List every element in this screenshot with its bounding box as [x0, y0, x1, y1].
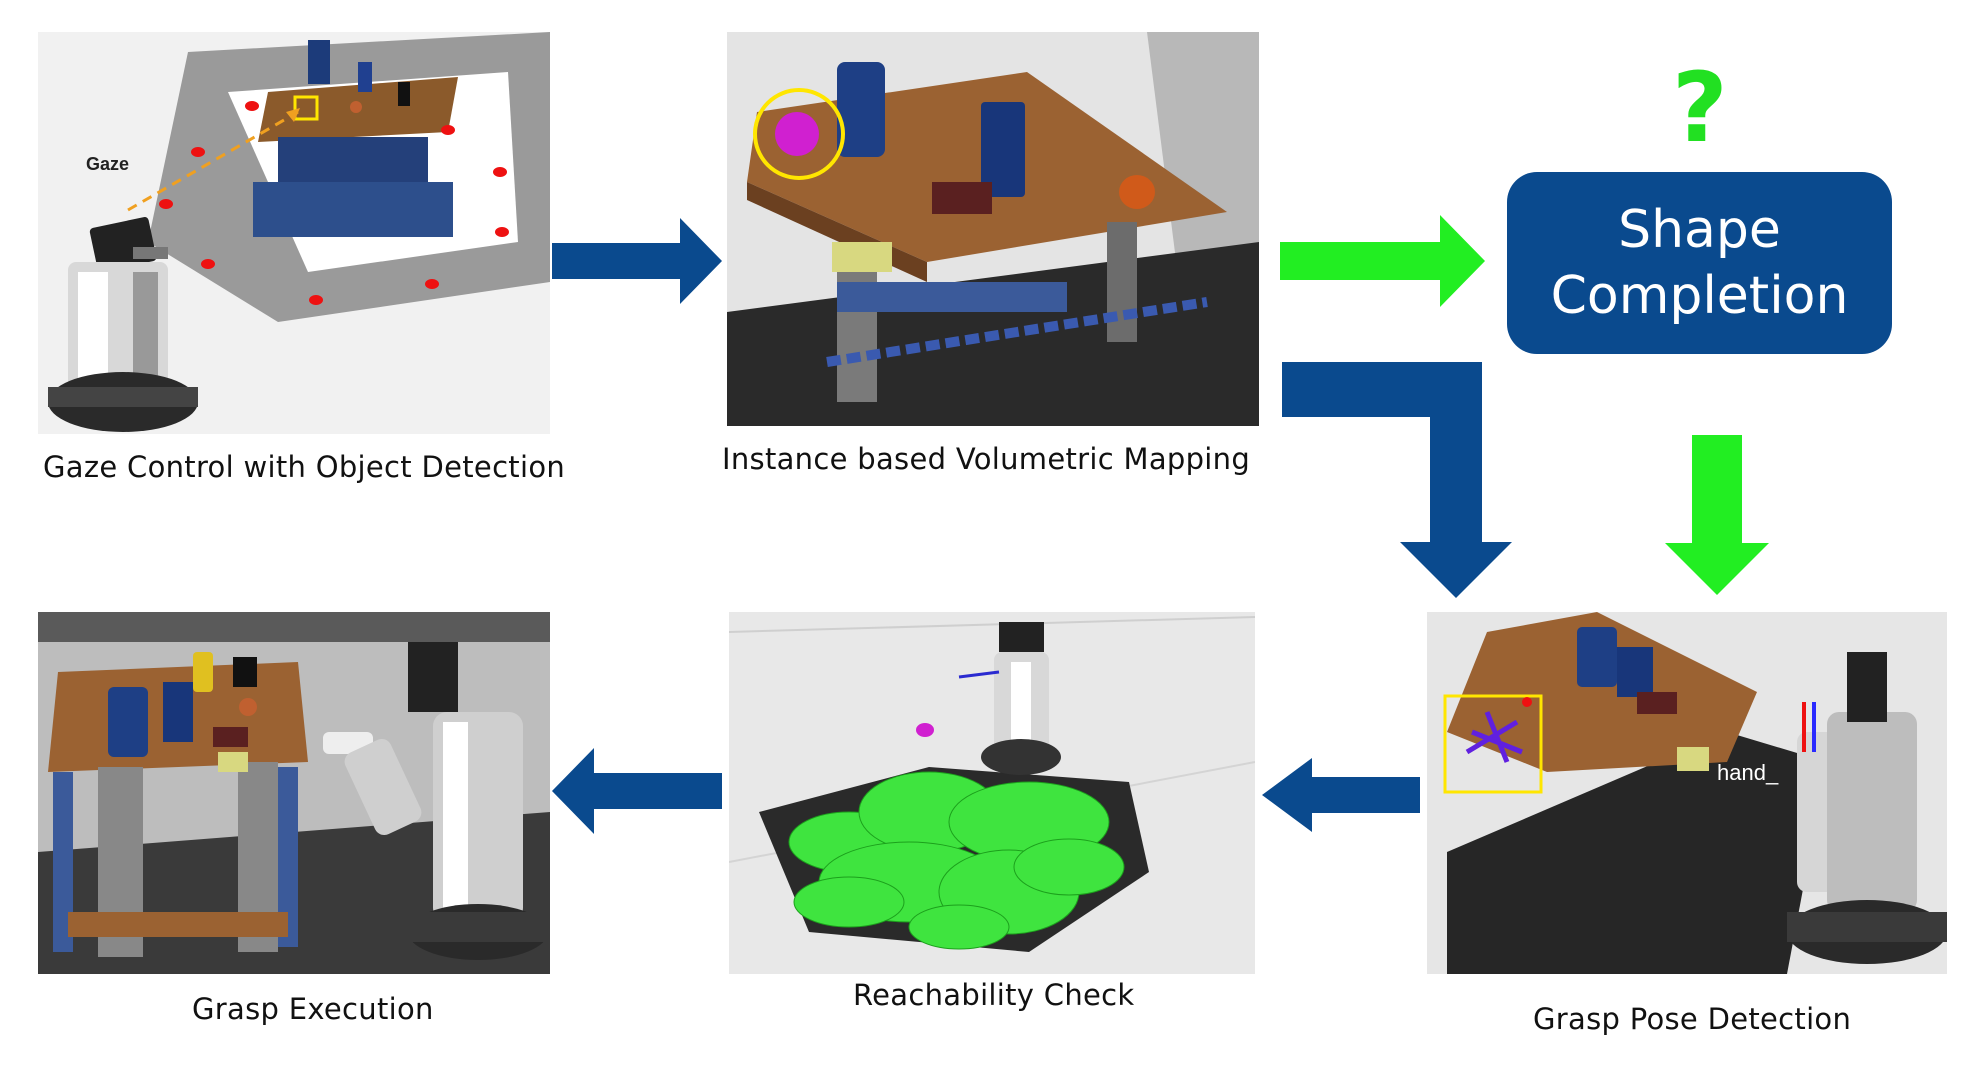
shape-completion-box: Shape Completion	[1507, 172, 1892, 354]
arrow-reachability-to-grasp-execution	[552, 748, 722, 834]
caption-mapping: Instance based Volumetric Mapping	[722, 442, 1251, 476]
arrow-mapping-to-shape-completion	[1280, 215, 1485, 307]
arrow-gaze-to-mapping	[552, 218, 722, 304]
caption-reachability: Reachability Check	[853, 978, 1135, 1012]
arrow-shape-completion-to-grasp-pose	[1665, 435, 1769, 595]
volumetric-mapping-image	[727, 32, 1259, 426]
arrow-mapping-to-grasp-pose	[1282, 362, 1512, 598]
reachability-check-image	[729, 612, 1255, 974]
gaze-label: Gaze	[86, 154, 129, 174]
grasp-pose-detection-image: hand_	[1427, 612, 1947, 974]
caption-gaze: Gaze Control with Object Detection	[43, 450, 566, 484]
gaze-control-image: Gaze	[38, 32, 550, 434]
grasp-execution-image	[38, 612, 550, 974]
question-mark: ?	[1672, 52, 1728, 164]
shape-completion-line2: Completion	[1550, 266, 1849, 326]
arrow-grasp-pose-to-reachability	[1262, 758, 1420, 832]
shape-completion-line1: Shape	[1618, 200, 1781, 260]
hand-label: hand_	[1717, 760, 1779, 785]
caption-grasp-pose: Grasp Pose Detection	[1533, 1002, 1852, 1036]
caption-grasp-execution: Grasp Execution	[192, 992, 434, 1026]
